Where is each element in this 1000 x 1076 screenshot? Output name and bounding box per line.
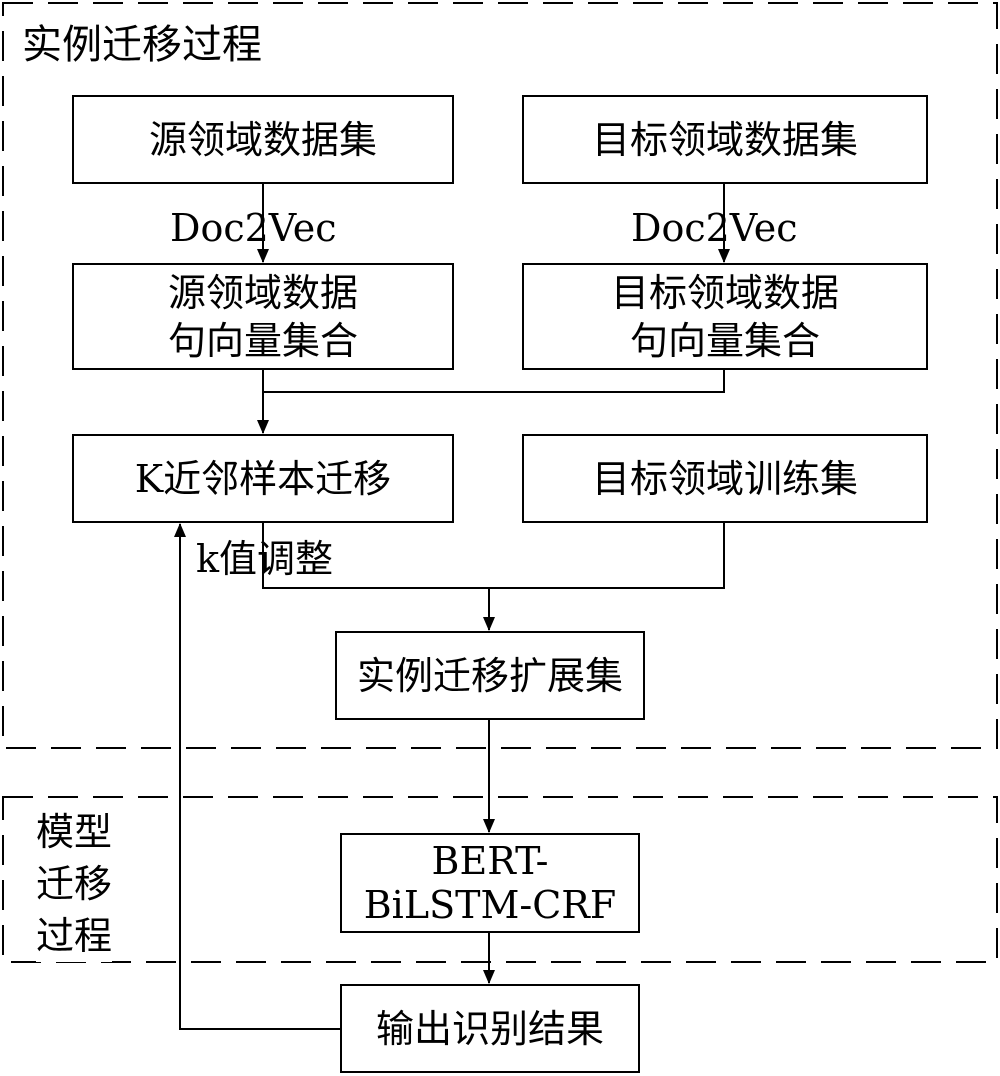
k-adjust-label: k值调整 [196,537,334,581]
model-label-line: BiLSTM-CRF [363,883,617,927]
target-train-label: 目标领域训练集 [591,456,858,501]
target-dataset-node: 目标领域数据集 [522,95,928,184]
source-vectors-node: 源领域数据 句向量集合 [72,263,454,370]
model-transfer-title-line: 迁移 [36,862,113,906]
expanded-set-node: 实例迁移扩展集 [335,631,645,720]
target-train-node: 目标领域训练集 [522,434,928,523]
connector-vectors-merge [263,370,725,393]
source-vectors-label-line: 源领域数据 [167,270,358,315]
target-vectors-node: 目标领域数据 句向量集合 [522,263,928,370]
knn-transfer-label: K近邻样本迁移 [134,456,392,501]
expanded-set-label: 实例迁移扩展集 [356,653,623,698]
source-dataset-label: 源领域数据集 [148,117,377,162]
model-node: BERT- BiLSTM-CRF [340,833,640,933]
source-vectors-label-line: 句向量集合 [167,318,358,363]
target-vectors-label-line: 目标领域数据 [610,270,839,315]
model-transfer-title: 模型 迁移 过程 [36,806,113,962]
source-dataset-node: 源领域数据集 [72,95,454,184]
model-transfer-title-line: 过程 [36,914,113,958]
arrow-feedback-loop [174,523,340,1030]
model-label-line: BERT- [431,839,549,883]
knn-transfer-node: K近邻样本迁移 [72,434,454,523]
instance-transfer-title: 实例迁移过程 [22,22,262,68]
model-transfer-region [2,796,998,963]
connector-knn-train-merge [262,522,725,589]
output-label: 输出识别结果 [375,1006,604,1051]
doc2vec-label-right: Doc2Vec [631,206,798,250]
instance-transfer-region [2,2,998,749]
target-dataset-label: 目标领域数据集 [591,117,858,162]
model-transfer-title-line: 模型 [36,810,113,854]
doc2vec-label-left: Doc2Vec [170,206,337,250]
output-node: 输出识别结果 [340,984,640,1073]
target-vectors-label-line: 句向量集合 [629,318,820,363]
